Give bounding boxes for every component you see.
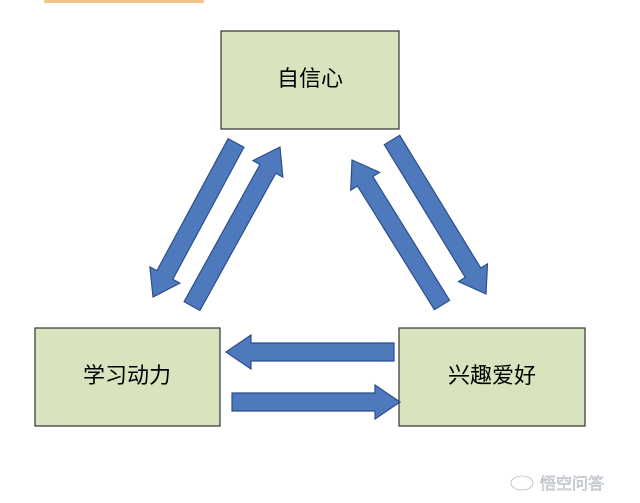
node-motivation-label: 学习动力 — [83, 364, 171, 389]
arrow-motivation-to-interest — [231, 383, 402, 421]
arrow-interest-to-motivation — [224, 333, 395, 371]
arrows-group — [149, 134, 489, 421]
arrow-interest-to-confidence — [350, 159, 451, 311]
eye-logo-icon — [509, 474, 535, 492]
node-interest: 兴趣爱好 — [398, 327, 586, 427]
node-interest-box — [398, 327, 586, 427]
node-interest-label: 兴趣爱好 — [448, 364, 536, 389]
watermark-text: 悟空问答 — [540, 474, 604, 493]
node-confidence-box — [220, 30, 400, 130]
node-confidence-label: 自信心 — [277, 67, 343, 92]
node-motivation: 学习动力 — [34, 327, 221, 427]
top-edge-strip — [44, 0, 204, 3]
node-confidence: 自信心 — [220, 30, 400, 130]
watermark: 悟空问答 — [509, 474, 604, 493]
node-motivation-box — [34, 327, 221, 427]
arrow-confidence-to-motivation — [149, 137, 245, 298]
arrow-confidence-to-interest — [383, 134, 489, 295]
arrow-motivation-to-confidence — [183, 146, 284, 312]
